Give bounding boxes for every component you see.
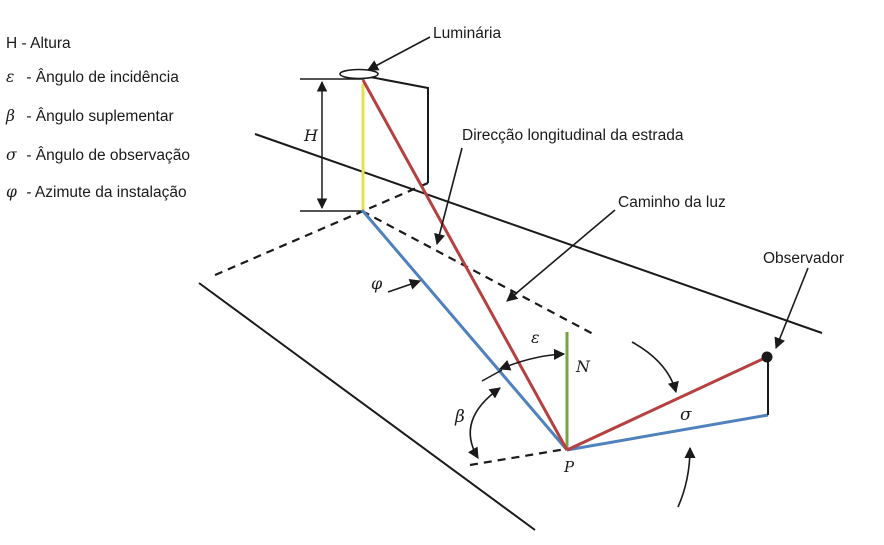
beta-arc: [467, 387, 501, 459]
legend-incidence-symbol: ε: [6, 68, 15, 86]
dashed-left: [214, 181, 429, 277]
label-height: H: [303, 126, 319, 145]
legend-azimuth-symbol: φ: [6, 183, 17, 201]
legend-supplementary-symbol: β: [6, 107, 15, 125]
epsilon-tick: [481, 369, 503, 382]
label-normal: N: [575, 357, 591, 376]
phi-arrow: [387, 278, 422, 293]
label-phi: φ: [371, 274, 383, 293]
label-light-path: Caminho da luz: [618, 194, 726, 211]
legend-incidence: ε - Ângulo de incidência: [6, 68, 179, 86]
luminaire-callout-arrow: [367, 36, 431, 71]
label-luminaire: Luminária: [433, 25, 501, 42]
legend-observation-text: - Ângulo de observação: [26, 147, 191, 164]
legend-supplementary: β - Ângulo suplementar: [6, 107, 174, 125]
road-edge-near: [198, 282, 536, 531]
ground-path-luminaire: [360, 209, 569, 451]
legend-height-symbol: H: [6, 35, 18, 52]
legend-supplementary-text: - Ângulo suplementar: [26, 108, 174, 125]
legend-height-text: - Altura: [21, 35, 71, 52]
legend-azimuth-text: - Azimute da instalação: [26, 184, 187, 201]
legend-observation: σ - Ângulo de observação: [6, 146, 191, 164]
light-ray-incident: [361, 79, 569, 451]
ground-path-observer: [566, 413, 769, 452]
label-point: P: [563, 458, 575, 476]
sigma-arc-upper: [631, 341, 679, 394]
dashed-bottom: [469, 447, 567, 467]
luminaire-arm: [364, 75, 429, 183]
label-observer: Observador: [763, 250, 844, 267]
observer-callout-arrow: [774, 267, 809, 350]
sigma-arc-lower: [677, 446, 696, 508]
light-ray-reflected: [566, 355, 768, 452]
epsilon-arc: [498, 348, 566, 371]
label-road-direction: Direcção longitudinal da estrada: [462, 127, 684, 144]
road-direction-callout-arrow: [434, 147, 463, 246]
observer-dot: [761, 351, 773, 363]
dashed-right: [361, 210, 596, 336]
label-sigma: σ: [680, 405, 692, 425]
legend-incidence-text: - Ângulo de incidência: [26, 69, 179, 86]
legend-height: H - Altura: [6, 36, 71, 52]
label-beta: β: [454, 407, 465, 427]
legend-azimuth: φ - Azimute da instalação: [6, 183, 187, 201]
legend-observation-symbol: σ: [6, 146, 17, 164]
luminaire-icon: [339, 68, 379, 80]
label-epsilon: ε: [531, 328, 540, 347]
light-path-callout-arrow: [506, 209, 616, 302]
road-edge-far: [254, 133, 823, 334]
